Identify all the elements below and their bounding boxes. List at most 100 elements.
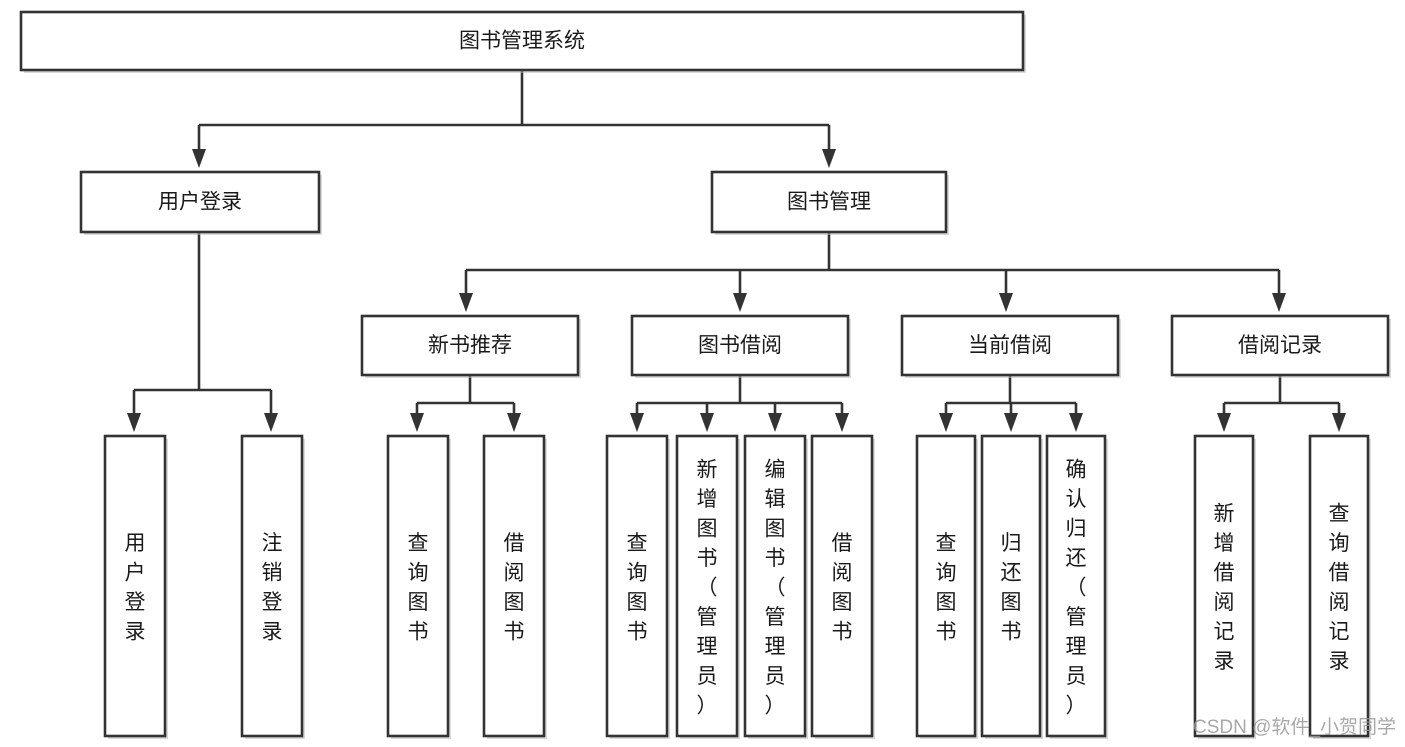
node-label: 当前借阅 — [968, 334, 1052, 357]
csdn-watermark: CSDN @软件_小贺同学 — [1193, 716, 1396, 738]
arrow-head-icon — [700, 413, 714, 432]
node-label-char: 查 — [408, 532, 429, 555]
node-label-char: 借 — [1214, 562, 1235, 585]
node-box[interactable] — [810, 434, 874, 738]
node-label: 图书借阅 — [698, 334, 782, 357]
node-label-char: 录 — [125, 621, 146, 644]
arrow-head-icon — [1069, 413, 1083, 432]
node-label-char: 书 — [936, 621, 957, 644]
node-user-login[interactable]: 用户登录 — [79, 170, 322, 235]
node-label-char: 图 — [765, 517, 786, 540]
node-new-book-recommend[interactable]: 新书推荐 — [360, 314, 581, 378]
node-label-char: 询 — [627, 562, 648, 585]
node-box[interactable] — [630, 314, 850, 377]
node-label-char: 阅 — [504, 562, 525, 585]
node-box[interactable] — [79, 170, 321, 234]
node-label-char: 记 — [1214, 621, 1235, 644]
node-label-char: （ — [1066, 576, 1087, 599]
node-label-char: 理 — [765, 635, 786, 658]
node-book-borrow[interactable]: 图书借阅 — [630, 314, 851, 378]
node-box[interactable] — [1308, 434, 1370, 738]
node-root[interactable]: 图书管理系统 — [19, 10, 1026, 73]
node-label-char: 新 — [1214, 503, 1235, 526]
node-label-char: （ — [765, 576, 786, 599]
arrow-head-icon — [127, 413, 141, 432]
node-label-char: 阅 — [832, 562, 853, 585]
node-box[interactable] — [915, 434, 977, 738]
arrow-head-icon — [999, 293, 1013, 312]
node-box[interactable] — [1170, 314, 1390, 377]
node-label-char: 增 — [1214, 532, 1235, 555]
arrow-head-icon — [192, 149, 206, 168]
node-label-char: 图 — [504, 591, 525, 614]
node-borrow-record[interactable]: 借阅记录 — [1170, 314, 1391, 378]
node-box[interactable] — [360, 314, 580, 377]
node-label-char: 借 — [1329, 562, 1350, 585]
node-label-char: 书 — [697, 547, 718, 570]
node-box[interactable] — [605, 434, 669, 738]
node-layer: 图书管理系统用户登录图书管理新书推荐图书借阅当前借阅借阅记录用户登录注销登录查询… — [19, 10, 1391, 739]
node-label-char: 查 — [936, 532, 957, 555]
node-box[interactable] — [1193, 434, 1255, 738]
arrow-head-icon — [1004, 413, 1018, 432]
arrow-head-icon — [822, 149, 836, 168]
node-label: 图书管理 — [787, 191, 871, 214]
node-box[interactable] — [710, 170, 948, 234]
arrow-head-icon — [630, 413, 644, 432]
node-current-borrow[interactable]: 当前借阅 — [900, 314, 1121, 378]
node-label-char: 确 — [1066, 458, 1087, 481]
node-box[interactable] — [240, 434, 304, 738]
node-label-char: 管 — [1066, 606, 1087, 629]
node-label-char: 员 — [765, 665, 786, 688]
node-label-char: 归 — [1001, 532, 1022, 555]
node-label-char: 询 — [408, 562, 429, 585]
node-box[interactable] — [980, 434, 1042, 738]
arrow-head-icon — [1272, 293, 1286, 312]
node-box[interactable] — [482, 434, 546, 738]
node-book-manage[interactable]: 图书管理 — [710, 170, 949, 235]
node-label-char: 增 — [697, 488, 718, 511]
node-label-char: 借 — [504, 532, 525, 555]
connector-layer — [127, 70, 1346, 432]
node-label-char: 编 — [765, 458, 786, 481]
node-leaf-user-login[interactable]: 用户登录 — [103, 434, 168, 739]
node-label-char: 登 — [125, 591, 146, 614]
node-label-char: 询 — [1329, 532, 1350, 555]
node-label-char: ） — [1066, 694, 1087, 717]
node-label-char: 查 — [1329, 503, 1350, 526]
node-label-char: 图 — [627, 591, 648, 614]
node-box[interactable] — [675, 434, 739, 738]
node-box[interactable] — [19, 10, 1025, 72]
node-label-char: 书 — [627, 621, 648, 644]
node-label-char: 还 — [1001, 562, 1022, 585]
node-box[interactable] — [103, 434, 167, 738]
node-label-char: 记 — [1329, 621, 1350, 644]
arrow-head-icon — [733, 293, 747, 312]
node-label-char: 用 — [125, 532, 146, 555]
node-label-char: 管 — [765, 606, 786, 629]
node-label-char: 销 — [262, 562, 283, 585]
node-box[interactable] — [743, 434, 807, 738]
node-label-char: 理 — [697, 635, 718, 658]
node-label-char: ） — [765, 694, 786, 717]
node-box[interactable] — [900, 314, 1120, 377]
node-label-char: 登 — [262, 591, 283, 614]
node-label-char: 录 — [1214, 650, 1235, 673]
node-box[interactable] — [386, 434, 450, 738]
node-box[interactable] — [1045, 434, 1107, 738]
node-label-char: 书 — [408, 621, 429, 644]
